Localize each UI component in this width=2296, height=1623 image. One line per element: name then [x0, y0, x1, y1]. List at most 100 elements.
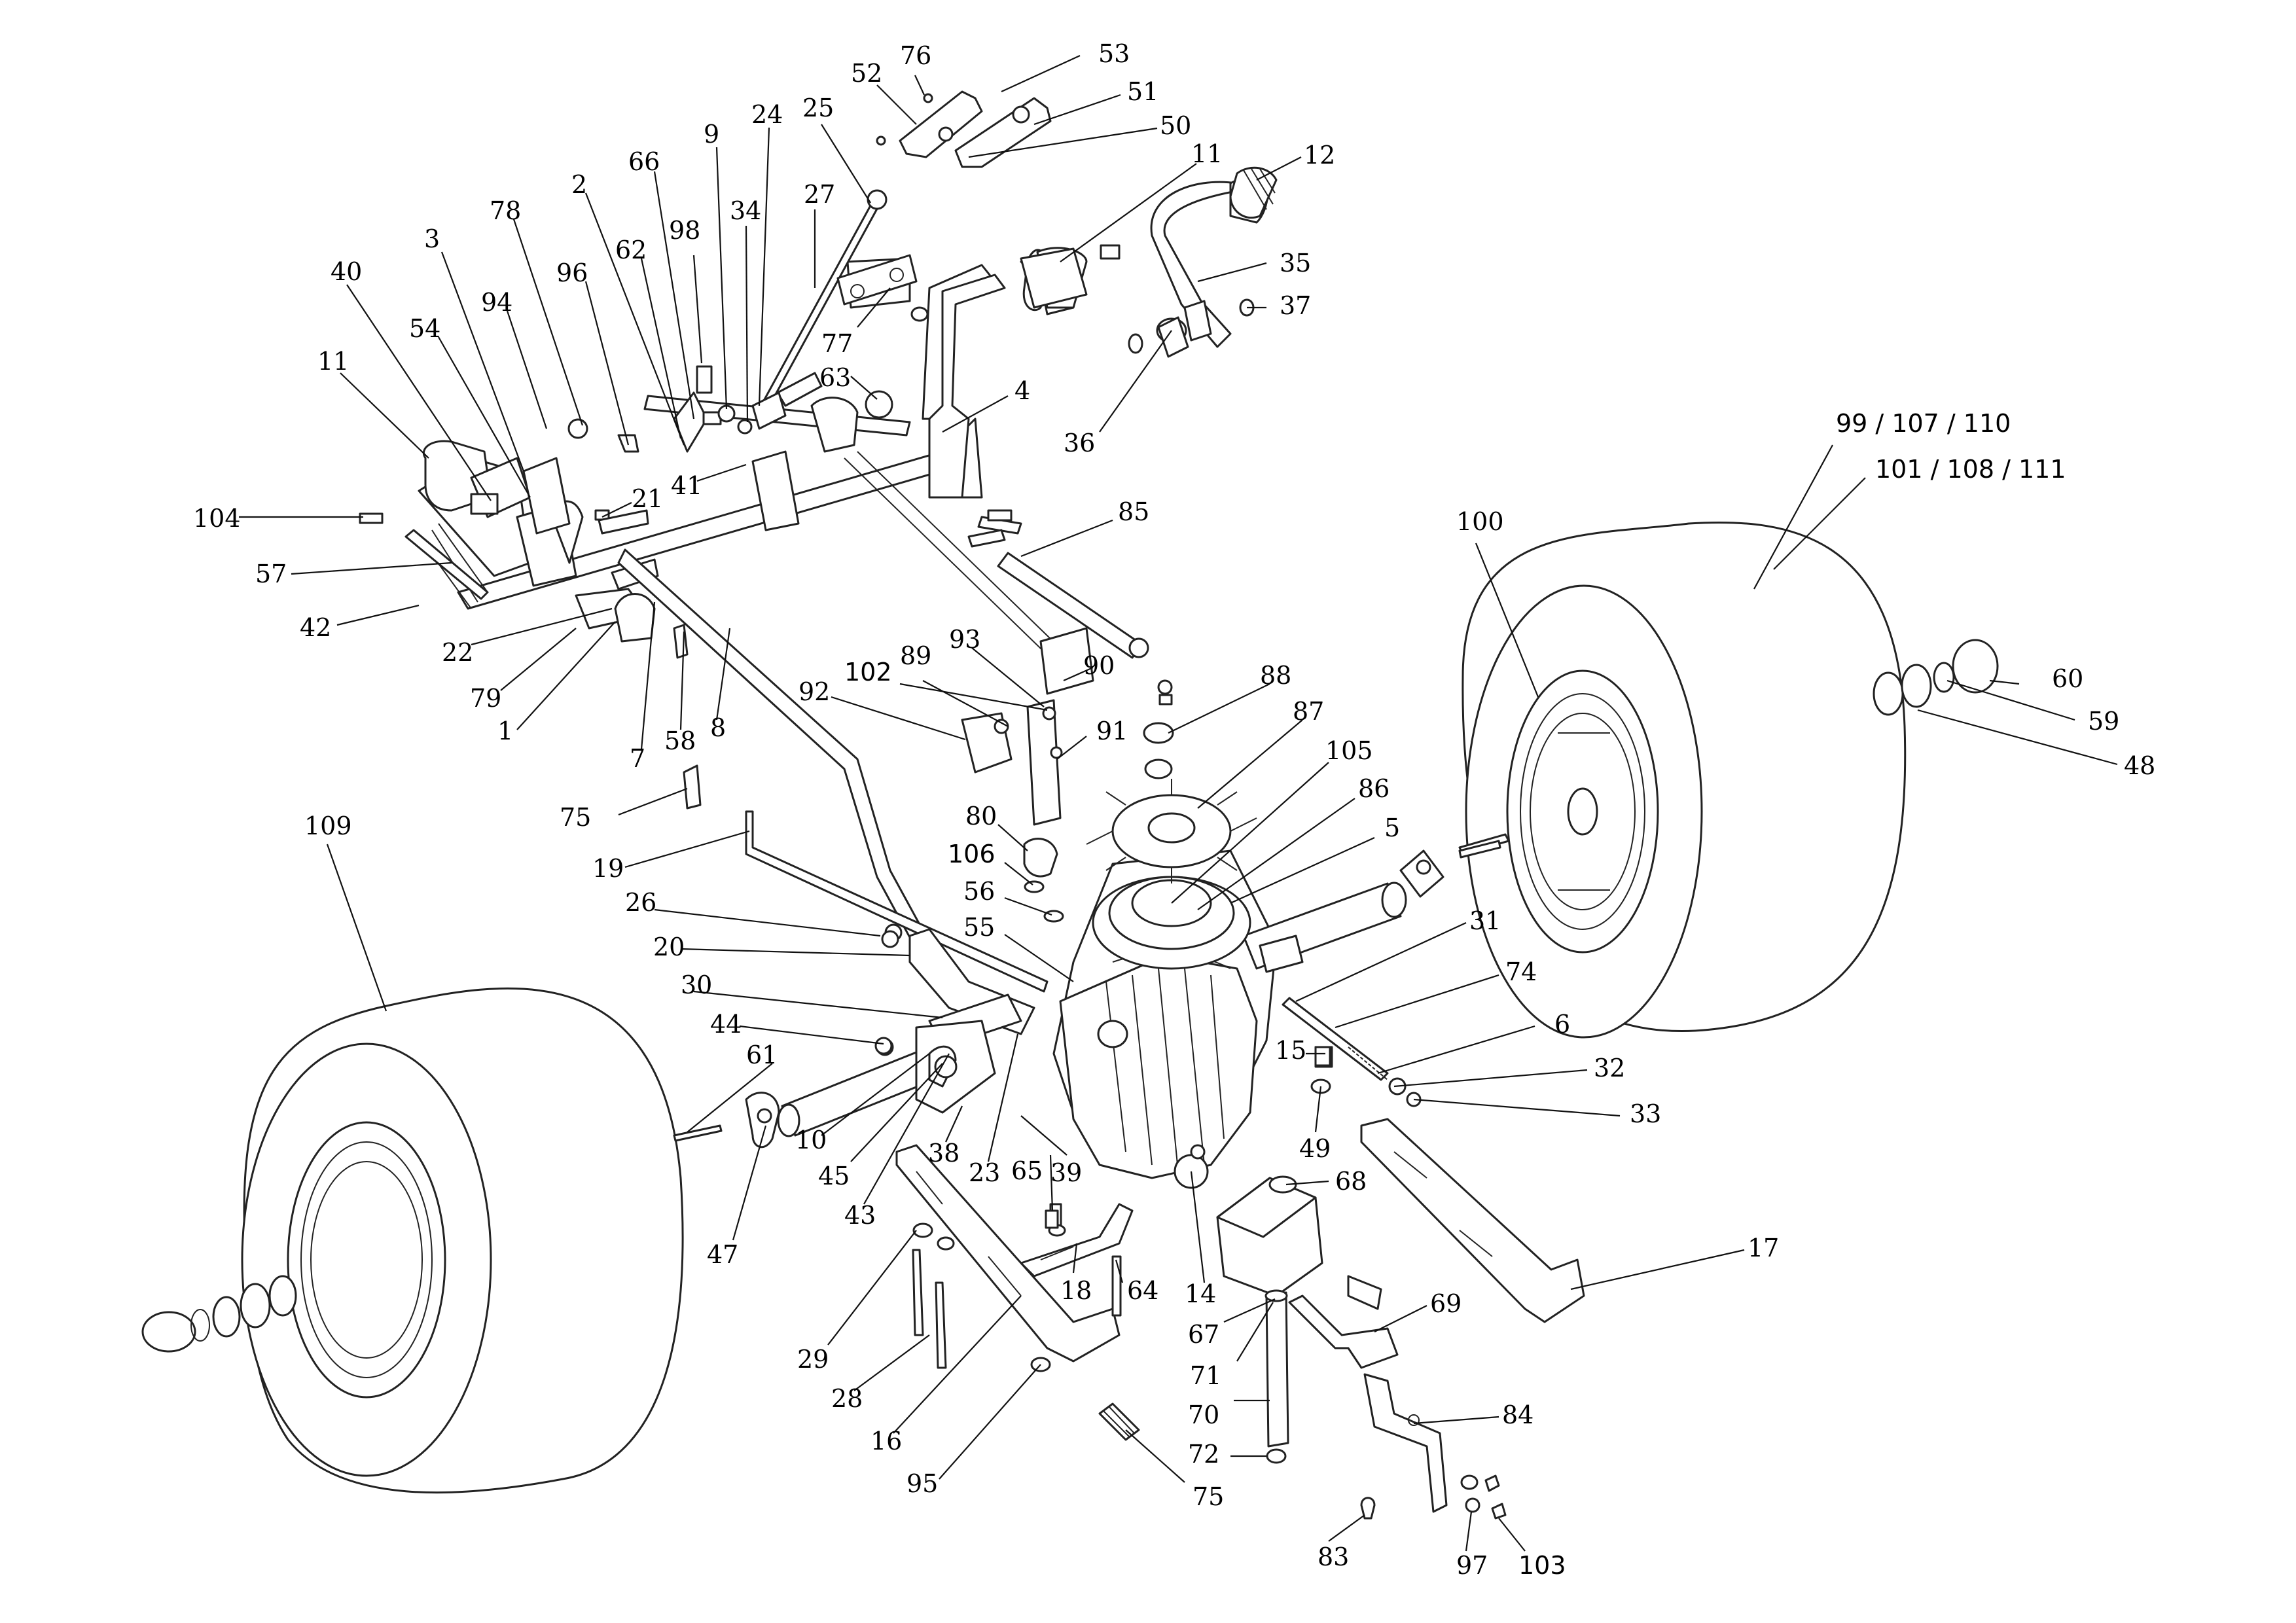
pedal-label: [836, 254, 918, 306]
left-hub-hardware: [141, 1275, 297, 1353]
callout-105: 105: [1325, 736, 1373, 765]
callout-99-107-110: 99 / 107 / 110: [1836, 409, 2011, 438]
fittings: [874, 840, 1501, 1229]
callout-59: 59: [2088, 707, 2119, 736]
callout-44: 44: [710, 1010, 742, 1039]
callout-103: 103: [1518, 1551, 1566, 1580]
control-rod: [758, 189, 888, 414]
callout-52: 52: [851, 59, 882, 88]
callout-25: 25: [802, 94, 834, 122]
callout-31: 31: [1469, 906, 1501, 935]
callout-23: 23: [969, 1158, 1000, 1187]
callout-50: 50: [1160, 111, 1191, 140]
callout-109: 109: [304, 812, 352, 840]
callout-35: 35: [1280, 249, 1311, 277]
callout-22: 22: [442, 638, 473, 667]
pedal-pad: [1020, 247, 1088, 309]
right-hub-hardware: [1873, 639, 1999, 716]
callout-63: 63: [819, 363, 851, 392]
callout-19: 19: [592, 854, 624, 883]
bracket-34: [751, 391, 787, 430]
callout-106: 106: [948, 840, 996, 868]
knob: [1229, 166, 1278, 219]
plate-75-top: [673, 624, 702, 810]
callout-84: 84: [1502, 1400, 1534, 1429]
callout-100: 100: [1456, 507, 1504, 536]
callout-74: 74: [1505, 957, 1537, 986]
right-wheel: [1462, 521, 1907, 1039]
callout-83: 83: [1318, 1543, 1349, 1571]
callout-77: 77: [821, 329, 853, 358]
callout-56: 56: [963, 877, 995, 906]
shift-shaft-assembly: [418, 264, 996, 643]
callout-97: 97: [1456, 1551, 1488, 1580]
callout-48: 48: [2124, 751, 2155, 780]
callout-71: 71: [1190, 1361, 1221, 1390]
frame-plate-17: [1360, 1118, 1585, 1323]
callout-14: 14: [1185, 1279, 1216, 1308]
callout-53: 53: [1098, 39, 1130, 68]
callout-93: 93: [949, 625, 980, 654]
callout-labels: 76 53 52 51 50 11 12 25 24 9 27 66 34 2 …: [193, 39, 2155, 1580]
left-wheel: [241, 987, 684, 1494]
callout-94: 94: [481, 288, 512, 317]
callout-43: 43: [844, 1201, 876, 1230]
bracket-69: [1288, 1275, 1399, 1369]
spring: [404, 529, 489, 600]
callout-92: 92: [798, 677, 830, 706]
callout-64: 64: [1127, 1276, 1158, 1305]
callout-12: 12: [1304, 141, 1335, 169]
callout-54: 54: [409, 314, 440, 343]
callout-5: 5: [1384, 813, 1400, 842]
callout-3: 3: [424, 224, 440, 253]
callout-10: 10: [795, 1126, 827, 1154]
bracket-18: [1020, 1203, 1134, 1277]
bracket-47: [745, 1092, 780, 1148]
callout-26: 26: [625, 888, 656, 917]
callout-78: 78: [490, 196, 521, 225]
axle-right: [1242, 882, 1407, 973]
bracket-84: [1363, 1373, 1448, 1513]
callout-72: 72: [1188, 1440, 1219, 1469]
callout-1: 1: [497, 717, 513, 745]
callout-45: 45: [818, 1162, 850, 1190]
callout-102: 102: [844, 658, 892, 687]
callout-65: 65: [1011, 1156, 1043, 1185]
callout-7: 7: [630, 744, 645, 773]
linkage-rod: [617, 548, 960, 983]
callout-2: 2: [571, 170, 587, 199]
callout-34: 34: [730, 196, 761, 225]
callout-61: 61: [746, 1041, 778, 1069]
callout-95: 95: [906, 1469, 938, 1498]
washers-pedal: [1128, 298, 1255, 358]
pin-61: [673, 1124, 723, 1142]
callout-60: 60: [2052, 664, 2083, 693]
callout-91: 91: [1096, 717, 1128, 745]
callout-87: 87: [1293, 697, 1324, 726]
callout-51: 51: [1127, 77, 1158, 106]
callout-42: 42: [300, 613, 331, 642]
callout-70: 70: [1188, 1400, 1219, 1429]
callout-9: 9: [704, 120, 719, 149]
callout-58: 58: [664, 726, 696, 755]
callout-40: 40: [331, 257, 362, 286]
callout-6: 6: [1554, 1010, 1570, 1039]
callout-15: 15: [1275, 1036, 1306, 1065]
callout-76: 76: [900, 41, 931, 70]
callout-96: 96: [556, 259, 588, 287]
callout-104: 104: [193, 504, 241, 533]
callout-57: 57: [255, 560, 287, 588]
rod-19: [745, 810, 1049, 993]
callout-8: 8: [710, 713, 726, 742]
callout-17: 17: [1748, 1234, 1779, 1262]
callout-20: 20: [653, 933, 685, 961]
callout-36: 36: [1064, 429, 1095, 457]
callout-68: 68: [1335, 1167, 1367, 1196]
callout-66: 66: [628, 147, 660, 176]
callout-47: 47: [707, 1240, 738, 1269]
callout-28: 28: [831, 1384, 863, 1413]
callout-27: 27: [804, 180, 835, 209]
pulley-fan: [1086, 722, 1257, 970]
callout-62: 62: [615, 236, 647, 264]
